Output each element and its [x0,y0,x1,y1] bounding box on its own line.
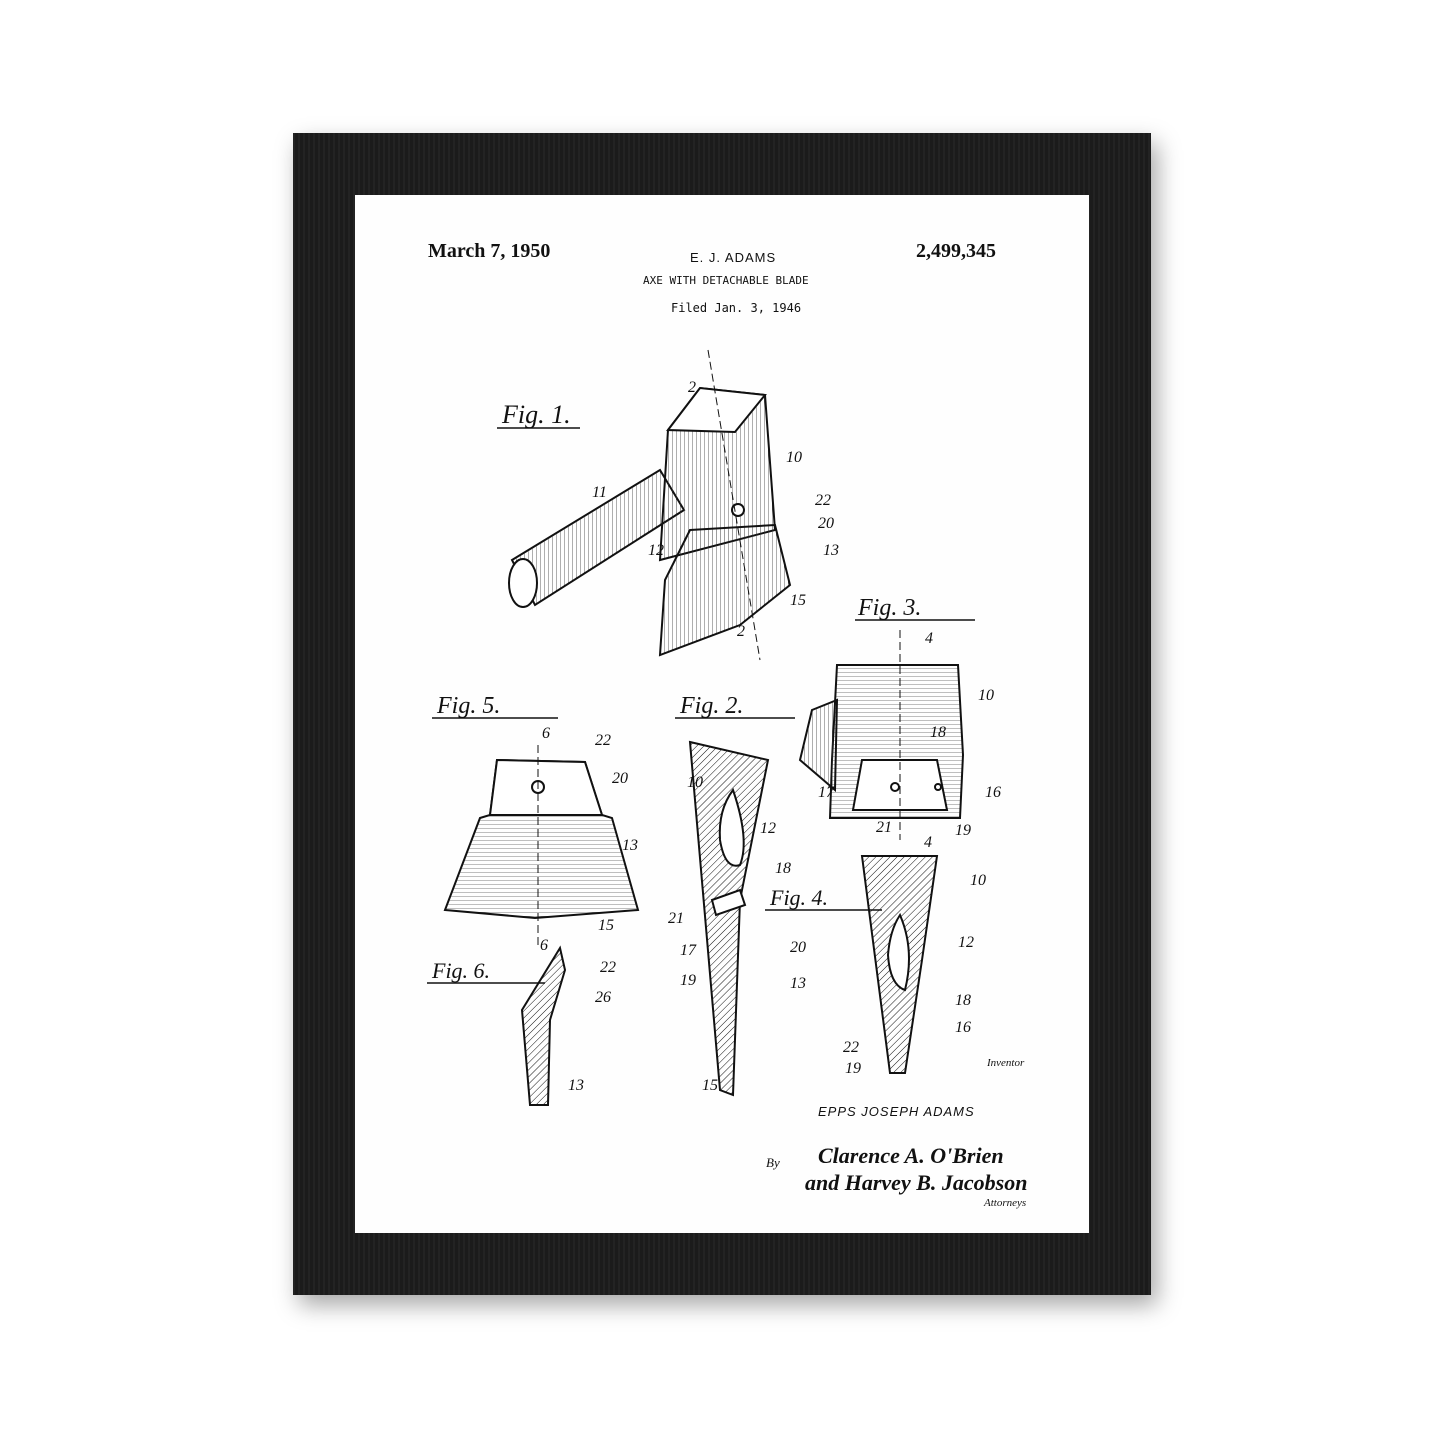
by-label: By [766,1155,780,1170]
ref-19: 19 [845,1060,861,1077]
attorneys-label: Attorneys [984,1197,1027,1209]
fig5-label: Fig. 5. [436,693,500,719]
ref-13: 13 [823,542,839,559]
patent-number: 2,499,345 [916,240,996,262]
ref-21: 21 [876,819,892,836]
ref-4-bottom: 4 [924,834,932,851]
fig2-label: Fig. 2. [679,693,743,719]
ref-16: 16 [985,784,1001,801]
ref-12: 12 [760,820,776,837]
ref-22: 22 [843,1039,859,1056]
ref-22: 22 [815,492,831,509]
ref-6-bottom: 6 [540,937,548,954]
svg-text:Clarence A. O'Brien: Clarence A. O'Brien [818,1143,1004,1168]
fig6-drawing: Fig. 6. 22 26 13 [427,945,616,1106]
ref-2-top: 2 [688,379,696,396]
ref-19: 19 [680,972,696,989]
ref-18: 18 [775,860,791,877]
ref-10: 10 [970,872,986,889]
inventor-label: Inventor [987,1057,1025,1069]
ref-11: 11 [592,484,607,501]
ref-13: 13 [790,975,806,992]
ref-18: 18 [930,724,946,741]
svg-text:and Harvey B. Jacobson: and Harvey B. Jacobson [805,1170,1027,1195]
ref-12: 12 [648,542,664,559]
ref-13: 13 [622,837,638,854]
fig1-label: Fig. 1. [501,400,571,429]
ref-22: 22 [600,959,616,976]
ref-26: 26 [595,989,611,1006]
ref-15: 15 [598,917,614,934]
fig5-drawing: Fig. 5. 6 22 20 13 15 6 [432,693,640,954]
ref-20: 20 [790,939,806,956]
ref-17: 17 [680,942,697,959]
ref-6-top: 6 [542,725,550,742]
patent-inventor-header: E. J. ADAMS [690,250,777,265]
fig2-drawing: Fig. 2. 10 12 18 21 17 20 19 13 15 [668,693,806,1097]
ref-4-top: 4 [925,630,933,647]
ref-10: 10 [786,449,802,466]
ref-19: 19 [955,822,971,839]
ref-17: 17 [818,784,835,801]
patent-date: March 7, 1950 [428,240,551,262]
inventor-name: EPPS JOSEPH ADAMS [818,1104,975,1119]
ref-20: 20 [612,770,628,787]
ref-12: 12 [958,934,974,951]
fig3-drawing: Fig. 3. 4 10 18 16 17 21 19 4 [798,595,1001,851]
ref-15: 15 [790,592,806,609]
fig6-label: Fig. 6. [431,958,490,983]
filed-date: Filed Jan. 3, 1946 [671,301,802,315]
ref-13: 13 [568,1077,584,1094]
fig4-label: Fig. 4. [769,885,828,910]
fig3-label: Fig. 3. [857,595,921,621]
ref-10: 10 [687,774,703,791]
patent-title: AXE WITH DETACHABLE BLADE [643,274,809,287]
ref-18: 18 [955,992,971,1009]
fig1-drawing: Fig. 1. 10 11 12 13 15 20 22 2 2 [497,349,839,661]
ref-21: 21 [668,910,684,927]
ref-15: 15 [702,1077,718,1094]
ref-22: 22 [595,732,611,749]
attorneys-signature: Clarence A. O'Brien and Harvey B. Jacobs… [805,1143,1027,1195]
ref-2-bottom: 2 [737,623,745,640]
ref-16: 16 [955,1019,971,1036]
ref-10: 10 [978,687,994,704]
ref-20: 20 [818,515,834,532]
fig4-drawing: Fig. 4. 10 12 18 16 22 19 [765,855,986,1077]
